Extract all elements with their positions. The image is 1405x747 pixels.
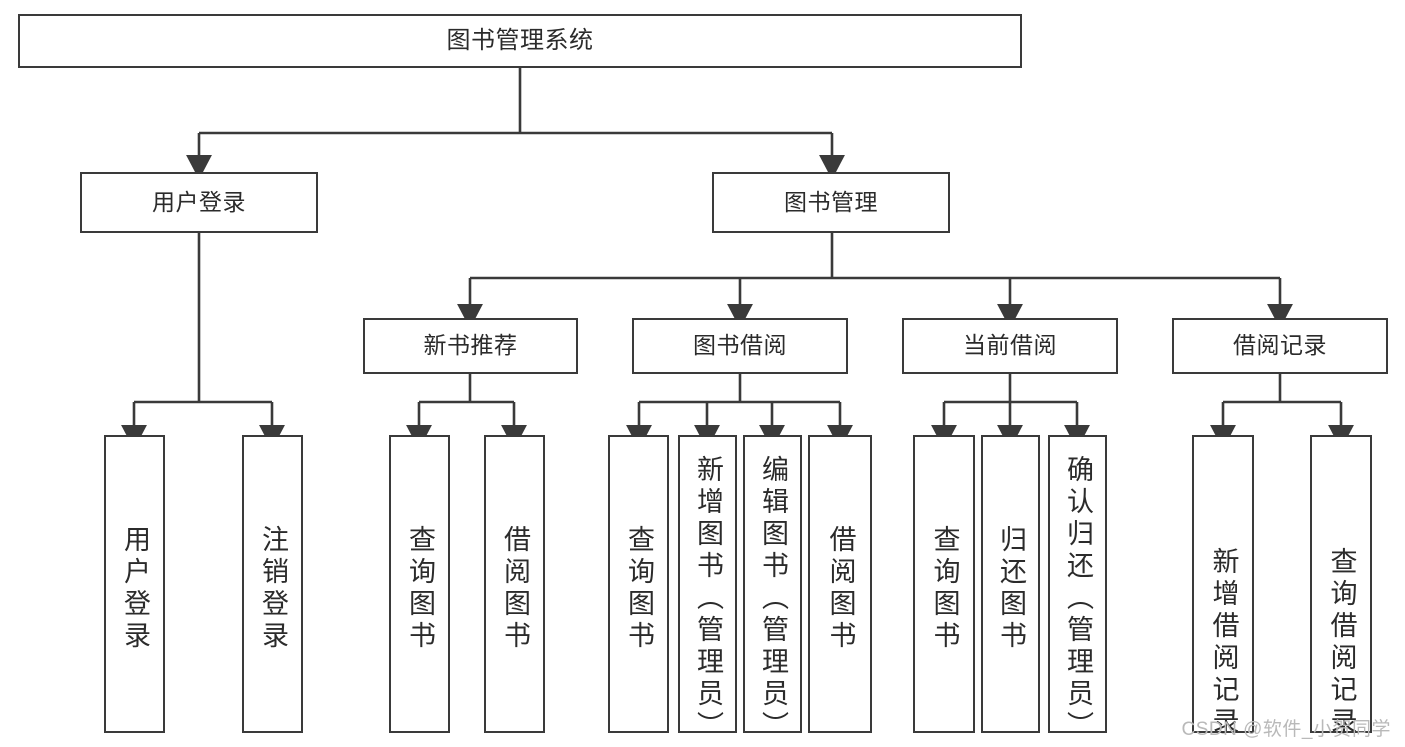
leaf-borrow-book[interactable]: 借阅图书 (808, 435, 872, 733)
leaf-edit-book-admin[interactable]: 编辑图书（管理员） (743, 435, 802, 743)
node-label: 新增借阅记录 (1208, 547, 1239, 739)
node-book-management[interactable]: 图书管理 (712, 172, 950, 233)
node-label: 查询图书 (405, 525, 435, 653)
node-label: 查询借阅记录 (1326, 547, 1357, 739)
node-new-book-recommendation[interactable]: 新书推荐 (363, 318, 578, 374)
leaf-query-book-current[interactable]: 查询图书 (913, 435, 975, 733)
node-label: 归还图书 (996, 525, 1026, 653)
node-label: 查询图书 (624, 525, 654, 653)
leaf-query-book-borrow[interactable]: 查询图书 (608, 435, 669, 733)
node-current-borrow[interactable]: 当前借阅 (902, 318, 1118, 374)
leaf-user-login[interactable]: 用户登录 (104, 435, 165, 733)
node-label: 查询图书 (929, 525, 960, 653)
node-borrow-record[interactable]: 借阅记录 (1172, 318, 1388, 374)
leaf-logout[interactable]: 注销登录 (242, 435, 303, 733)
node-label: 用户登录 (120, 525, 150, 653)
node-root-book-management-system[interactable]: 图书管理系统 (18, 14, 1022, 68)
node-label: 编辑图书（管理员） (758, 455, 788, 743)
node-label: 新增图书（管理员） (693, 455, 723, 743)
leaf-add-book-admin[interactable]: 新增图书（管理员） (678, 435, 737, 743)
node-user-login[interactable]: 用户登录 (80, 172, 318, 233)
node-label: 借阅图书 (500, 525, 530, 653)
node-label: 用户登录 (152, 188, 246, 215)
node-label: 当前借阅 (963, 332, 1057, 359)
node-label: 注销登录 (258, 525, 288, 653)
leaf-query-borrow-record[interactable]: 查询借阅记录 (1310, 435, 1372, 739)
node-label: 图书借阅 (693, 332, 787, 359)
leaf-return-book[interactable]: 归还图书 (981, 435, 1040, 733)
watermark: CSDN @软件_小贺同学 (1181, 719, 1391, 740)
node-book-borrow[interactable]: 图书借阅 (632, 318, 848, 374)
leaf-confirm-return-admin[interactable]: 确认归还（管理员） (1048, 435, 1107, 743)
leaf-query-book-new-recommendation[interactable]: 查询图书 (389, 435, 450, 733)
node-label: 图书管理 (784, 188, 878, 215)
leaf-add-borrow-record[interactable]: 新增借阅记录 (1192, 435, 1254, 739)
node-label: 新书推荐 (423, 332, 518, 359)
node-label: 图书管理系统 (446, 26, 594, 54)
node-label: 确认归还（管理员） (1063, 455, 1093, 743)
node-label: 借阅图书 (825, 525, 856, 653)
leaf-borrow-book-new-recommendation[interactable]: 借阅图书 (484, 435, 545, 733)
node-label: 借阅记录 (1233, 332, 1327, 359)
